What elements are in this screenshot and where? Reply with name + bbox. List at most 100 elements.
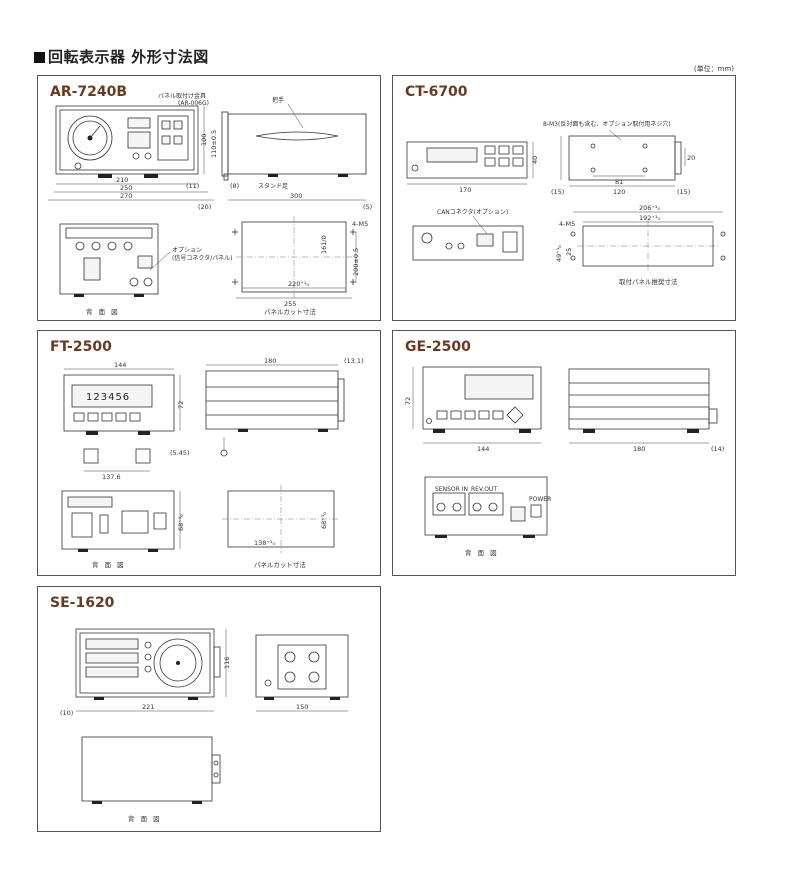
ge2500-dim-14: (14) (711, 445, 724, 453)
ar7240b-dim-300: 300 (290, 192, 302, 200)
ge2500-side-view: 180 (14) (568, 368, 724, 453)
ft2500-dim-545: (5.45) (170, 449, 190, 457)
ge2500-rear-view: SENSOR IN REV.OUT POWER 背 面 図 (424, 476, 551, 557)
ar7240b-dim-200: 200±0.5 (352, 248, 360, 276)
se1620-side-view: 150 (255, 634, 349, 712)
ge2500-drawing: 72 144 180 (14) SENSOR IN REV.OUT (404, 366, 724, 557)
ar7240b-dim-110: 110±0.5 (210, 130, 218, 158)
ft2500-side-view: 180 (13.1) (205, 357, 364, 457)
ar7240b-dim-255: 255 (284, 300, 296, 308)
ft2500-dim-1376: 137.6 (102, 473, 121, 481)
ft2500-rear-view: 68⁺¹₀ 背 面 図 (61, 490, 185, 569)
ft2500-dim-686: 68⁺¹₀ (177, 514, 185, 531)
ar7240b-option-label: オプション (172, 247, 202, 254)
ar7240b-option-detail: (信号コネクタ/パネル) (172, 254, 232, 262)
ge2500-sensor-in-label: SENSOR IN (435, 486, 468, 493)
se1620-dim-10: (10) (60, 709, 73, 717)
ar7240b-dim-210: 210 (116, 176, 128, 184)
ct6700-dim-192: 192⁺¹₀ (639, 214, 660, 222)
se1620-front-view: 221 (10) 116 (60, 628, 231, 717)
ct6700-dim-170: 170 (459, 186, 471, 194)
se1620-panel: SE-1620 221 (10) 116 (37, 586, 381, 832)
ct6700-dim-15b: (15) (677, 188, 690, 196)
ar7240b-dim-161: 161/0 (320, 235, 328, 254)
ct6700-drawing: 170 40 20 81 120 (15) (15) 8-M3(反対面も含む、オ… (406, 120, 726, 286)
ar7240b-rear-view: オプション (信号コネクタ/パネル) 背 面 図 (59, 223, 232, 316)
se1620-drawing: 221 (10) 116 150 背 面 図 (60, 628, 349, 823)
ct6700-dim-49: 49⁺¹₀ (555, 245, 563, 262)
ft2500-drawing: 144 123456 72 137.6 (5.45) 180 (13.1) (61, 357, 364, 569)
ar7240b-stand-label: スタンド足 (258, 182, 288, 190)
ct6700-dim-81: 81 (615, 178, 623, 186)
ct6700-dim-20: 20 (687, 154, 695, 162)
ft2500-dim-144: 144 (114, 361, 126, 369)
ar7240b-handle-label: 把手 (272, 96, 284, 104)
ct6700-mount-label: 4-M5 (559, 220, 575, 228)
ft2500-dim-138: 138⁺¹₀ (254, 539, 275, 547)
ct6700-front-view: 170 40 (406, 141, 539, 194)
ft2500-dim-68: 68⁺¹₀ (320, 512, 328, 529)
ge2500-rear-view-caption: 背 面 図 (465, 548, 499, 557)
ge2500-dim-180: 180 (633, 445, 645, 453)
ar7240b-panel-cut: 161/0 220⁺¹₀ 255 200±0.5 4-M5 パネルカット寸法 (232, 216, 368, 316)
ge2500-rev-out-label: REV.OUT (471, 486, 497, 493)
se1620-dim-150: 150 (296, 703, 308, 711)
ge2500-dim-72: 72 (404, 397, 412, 405)
ar7240b-front-view: 210 250 270 (11) 100 110±0.5 パネル取付け金具 (A… (48, 92, 218, 201)
ct6700-top-view: 20 81 120 (15) (15) 8-M3(反対面も含む、オプション取付用… (543, 120, 695, 196)
ct6700-panel-cut-caption: 取付パネル推奨寸法 (619, 277, 678, 286)
ft2500-rear-view-caption: 背 面 図 (92, 560, 126, 569)
ge2500-dim-144: 144 (477, 445, 489, 453)
ct6700-title: CT-6700 (405, 84, 468, 100)
ar7240b-mount-label: 4-M5 (352, 220, 368, 228)
ft2500-panel-cut: 138⁺¹₀ 68⁺¹₀ パネルカット寸法 (222, 485, 340, 569)
ar7240b-side-view: 把手 スタンド足 (8) 300 (20) (5) (198, 96, 372, 211)
ar7240b-panel-cut-caption: パネルカット寸法 (264, 307, 316, 316)
ct6700-dim-120: 120 (613, 188, 625, 196)
ct6700-dim-25: 25 (565, 248, 573, 256)
ar7240b-rear-view-caption: 背 面 図 (86, 307, 120, 316)
ge2500-front-view: 72 144 (404, 366, 542, 453)
page-title: 回転表示器 外形寸法図 (34, 46, 209, 67)
ar7240b-dim-5: (5) (363, 203, 372, 211)
ct6700-dim-206: 206⁺¹₀ (639, 204, 660, 212)
se1620-title: SE-1620 (50, 595, 115, 611)
square-bullet-icon (34, 52, 45, 63)
ar7240b-dim-100: 100 (200, 134, 208, 146)
ft2500-panel: FT-2500 144 123456 72 137.6 (5.45) 180 (37, 330, 381, 576)
ft2500-dim-131: (13.1) (344, 357, 364, 365)
ar7240b-panel-mount-model: (AR-006G) (178, 100, 209, 107)
ct6700-dim-40: 40 (531, 156, 539, 164)
ar7240b-dim-250: 250 (120, 184, 132, 192)
ar7240b-title: AR-7240B (50, 84, 128, 100)
ft2500-dim-180: 180 (264, 357, 276, 365)
ct6700-rear-view: CANコネクタ(オプション) (412, 208, 524, 261)
ft2500-display-value: 123456 (86, 392, 130, 403)
se1620-dim-116: 116 (223, 657, 231, 669)
ar7240b-panel: AR-7240B 210 250 270 (37, 75, 381, 321)
ge2500-panel: GE-2500 72 144 (392, 330, 736, 576)
ar7240b-drawing: 210 250 270 (11) 100 110±0.5 パネル取付け金具 (A… (48, 92, 372, 316)
ge2500-power-label: POWER (529, 496, 551, 503)
ft2500-front-view: 144 123456 72 137.6 (5.45) (63, 361, 190, 481)
ft2500-dim-72: 72 (177, 401, 185, 409)
ft2500-panel-cut-caption: パネルカット寸法 (254, 560, 306, 569)
se1620-rear-view-caption: 背 面 図 (128, 814, 162, 823)
ar7240b-dim-220: 220⁺¹₀ (288, 280, 309, 288)
ar7240b-dim-20: (20) (198, 203, 211, 211)
ct6700-panel: CT-6700 170 40 20 81 (392, 75, 736, 321)
ft2500-title: FT-2500 (50, 339, 112, 355)
ct6700-dim-15a: (15) (551, 188, 564, 196)
ct6700-screw-label: 8-M3(反対面も含む、オプション取付用ネジ穴) (543, 120, 671, 128)
ge2500-title: GE-2500 (405, 339, 471, 355)
ar7240b-dim-8: (8) (230, 182, 239, 190)
se1620-rear-view: 背 面 図 (81, 736, 221, 823)
ar7240b-dim-11: (11) (186, 182, 199, 190)
ar7240b-panel-mount-label: パネル取付け金具 (158, 92, 206, 100)
ar7240b-dim-270: 270 (120, 192, 132, 200)
se1620-dim-221: 221 (142, 703, 154, 711)
page-title-text: 回転表示器 外形寸法図 (48, 48, 209, 66)
unit-label: (単位：mm) (693, 65, 734, 73)
ct6700-panel-cut: 206⁺¹₀ 192⁺¹₀ 4-M5 25 49⁺¹₀ 取付パネル推奨寸法 (555, 204, 726, 286)
ct6700-can-label: CANコネクタ(オプション) (437, 208, 508, 216)
